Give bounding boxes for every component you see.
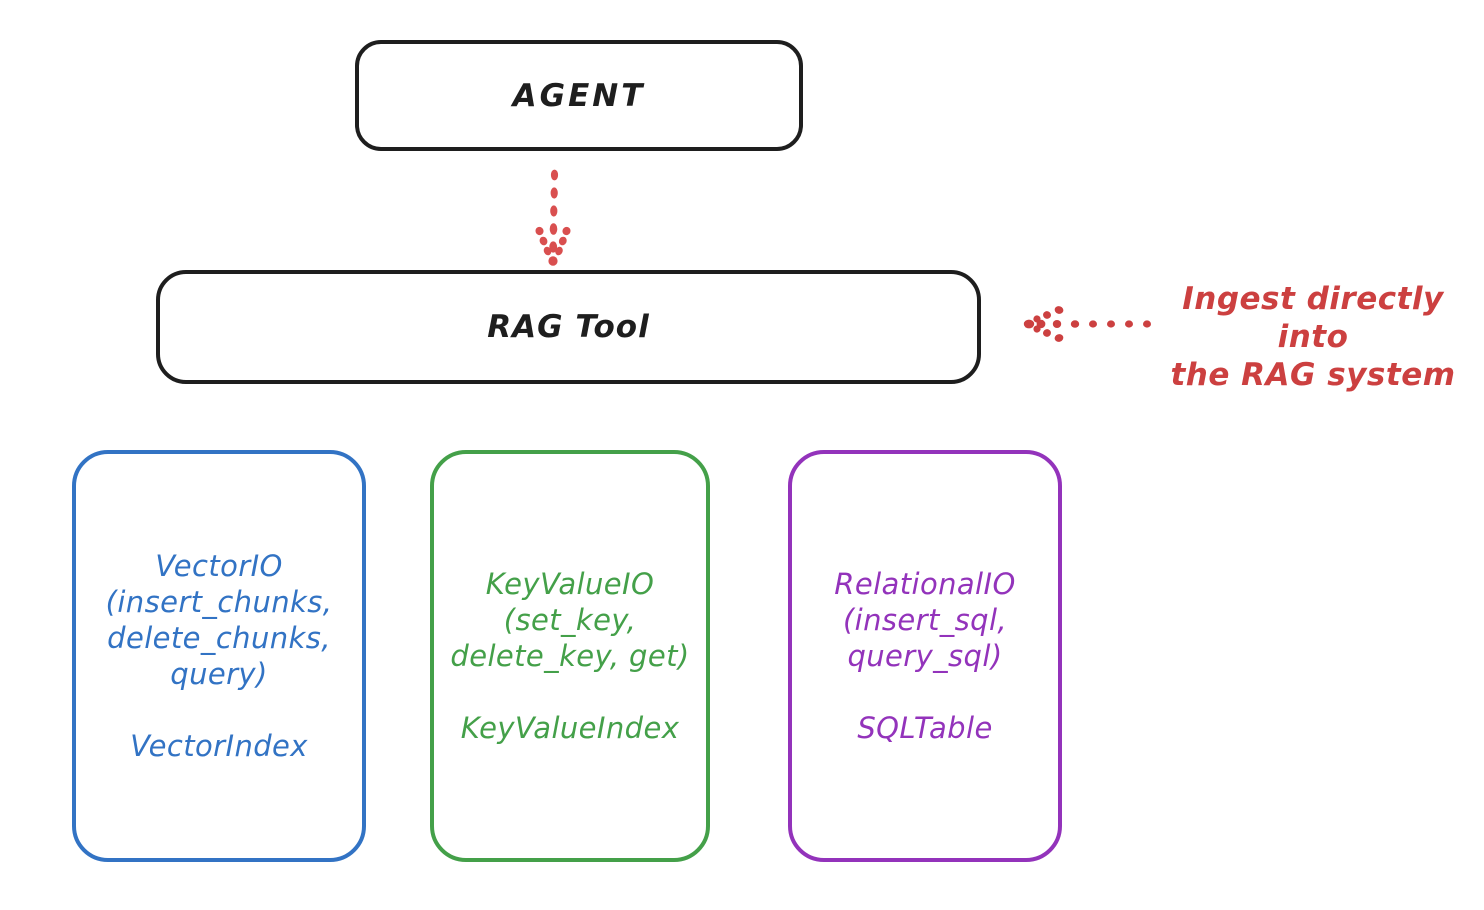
node-rag-tool[interactable]: RAG Tool xyxy=(156,270,981,384)
node-vector-io-api-text: VectorIO (insert_chunks, delete_chunks, … xyxy=(105,549,333,691)
node-key-value-io-index-text: KeyValueIndex xyxy=(460,711,680,745)
node-vector-io[interactable]: VectorIO (insert_chunks, delete_chunks, … xyxy=(72,450,366,862)
node-agent-label: AGENT xyxy=(512,77,646,114)
node-rag-tool-label: RAG Tool xyxy=(487,309,650,345)
node-key-value-io-api-text: KeyValueIO (set_key, delete_key, get) xyxy=(450,567,690,673)
node-relational-io-index-text: SQLTable xyxy=(857,711,993,745)
node-key-value-io[interactable]: KeyValueIO (set_key, delete_key, get) Ke… xyxy=(430,450,710,862)
node-vector-io-index-text: VectorIndex xyxy=(130,729,308,763)
annotation-ingest-note: Ingest directly into the RAG system xyxy=(1170,281,1456,393)
node-relational-io-api-text: RelationalIO (insert_sql, query_sql) xyxy=(834,567,1016,673)
dotted-left-arrow-icon xyxy=(1023,306,1151,342)
node-agent[interactable]: AGENT xyxy=(355,40,803,151)
dotted-down-arrow-icon xyxy=(535,169,571,266)
node-relational-io[interactable]: RelationalIO (insert_sql, query_sql) SQL… xyxy=(788,450,1062,862)
